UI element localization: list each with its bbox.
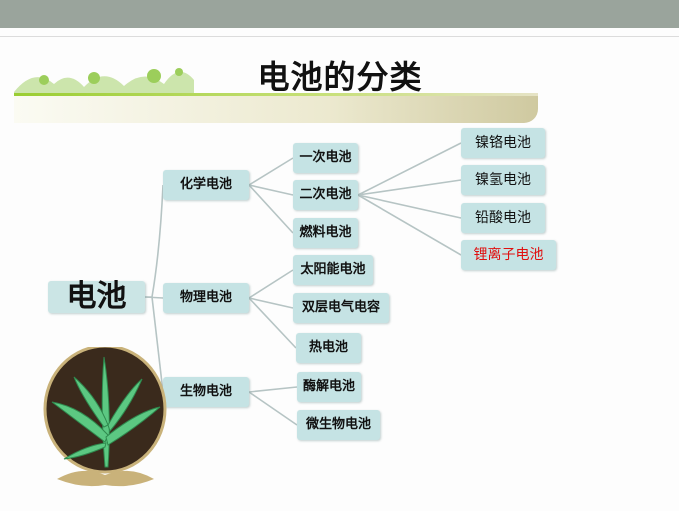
node-nickel-hydrogen: 镍氢电池 <box>461 165 545 195</box>
node-solar-cell: 太阳能电池 <box>293 255 373 285</box>
divider <box>0 36 679 37</box>
title-banner <box>14 96 538 123</box>
slide-title: 电池的分类 <box>257 58 423 96</box>
window-top-bar <box>0 0 679 28</box>
floral-vine-decoration <box>14 68 194 94</box>
node-secondary-battery: 二次电池 <box>293 180 358 210</box>
node-enzyme-battery: 酶解电池 <box>297 372 361 402</box>
node-microbial-battery: 微生物电池 <box>297 410 380 440</box>
banner-accent-line <box>14 93 538 96</box>
node-thermal-battery: 热电池 <box>296 333 361 363</box>
node-biological-battery: 生物电池 <box>163 377 249 407</box>
node-chemical-battery: 化学电池 <box>163 170 249 200</box>
node-nickel-chromium: 镍铬电池 <box>461 128 545 158</box>
node-root: 电池 <box>48 281 145 313</box>
node-physical-battery: 物理电池 <box>163 283 249 313</box>
node-fuel-cell: 燃料电池 <box>293 218 358 248</box>
node-primary-battery: 一次电池 <box>293 143 358 173</box>
node-lead-acid: 铅酸电池 <box>461 203 545 233</box>
plant-image <box>43 347 167 487</box>
node-double-layer-capacitor: 双层电气电容 <box>293 293 389 323</box>
node-lithium-ion: 锂离子电池 <box>461 240 556 270</box>
